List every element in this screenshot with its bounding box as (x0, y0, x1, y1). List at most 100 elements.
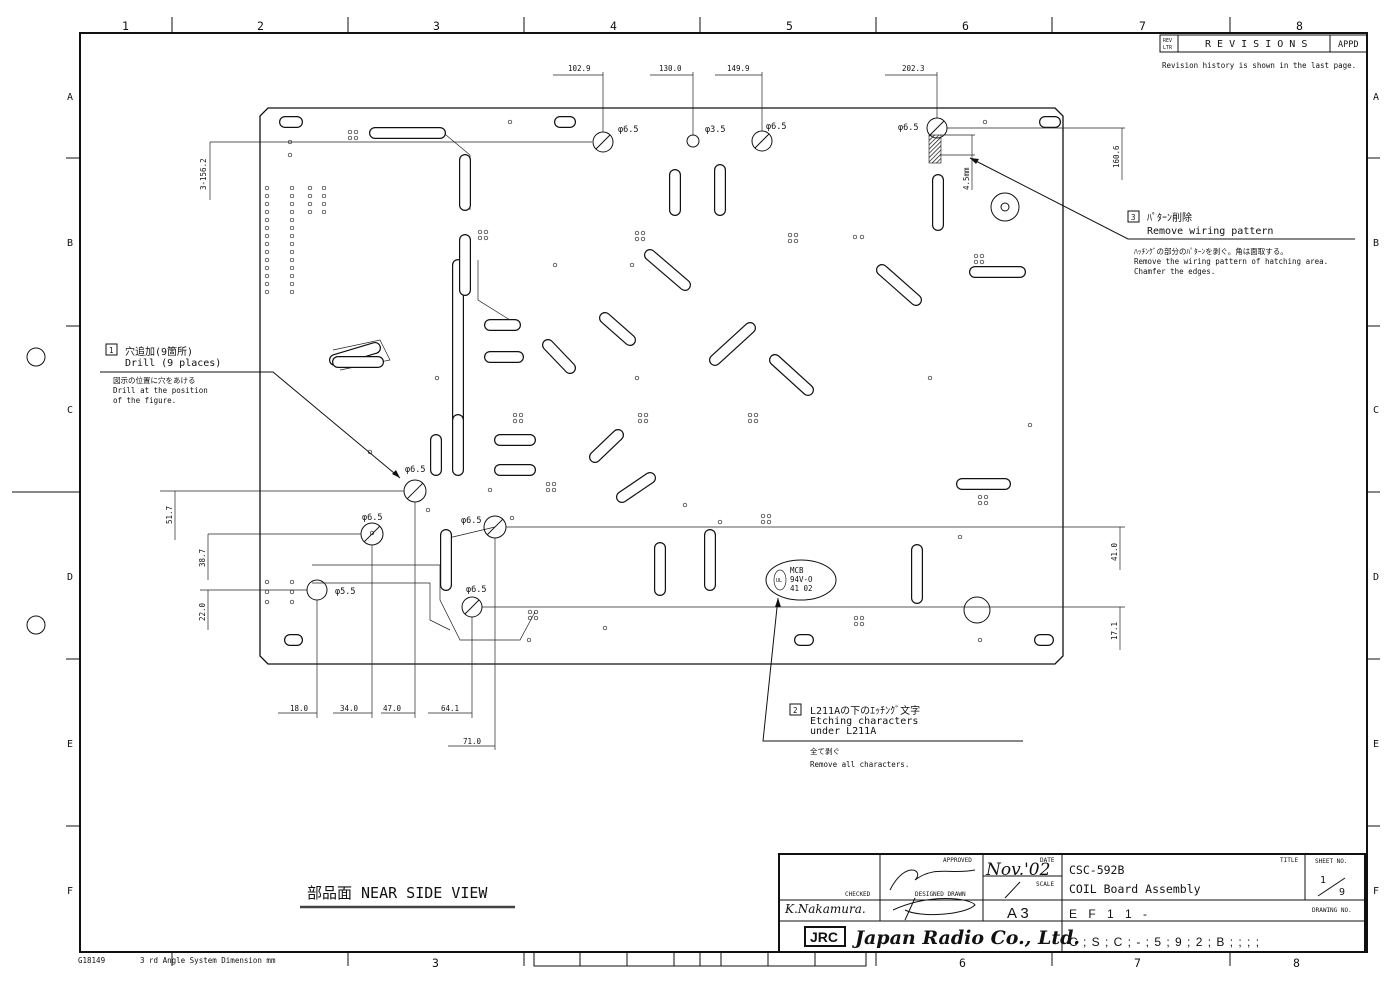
via (477, 229, 483, 235)
approved-label: APPROVED (943, 857, 972, 864)
via (289, 589, 295, 595)
designed-signature (892, 897, 976, 921)
checked-signature: K.Nakamura. (784, 902, 866, 916)
via (643, 412, 649, 418)
via (307, 185, 313, 191)
scale-value-slash (1004, 881, 1021, 899)
title-label: TITLE (1280, 857, 1298, 864)
drill-hole-mark (595, 134, 611, 150)
row-label: F (67, 886, 73, 897)
via (640, 236, 646, 242)
designed-drawn-label: DESIGNED DRAWN (915, 891, 966, 898)
via (853, 621, 859, 627)
via (264, 265, 270, 271)
revisions-table: REV LTR R E V I S I O N S APPD Revision … (1159, 34, 1368, 70)
via (289, 233, 295, 239)
via (289, 193, 295, 199)
via (637, 418, 643, 424)
note-title-en: under L211A (810, 726, 876, 737)
via (977, 637, 983, 643)
note-title-en: Drill (9 places) (125, 358, 221, 369)
date-value: Nov.'02 (985, 860, 1050, 880)
via (527, 615, 533, 621)
column-label: 2 (257, 19, 264, 33)
drill-holes (306, 117, 948, 618)
dimension-value: 202.3 (902, 64, 925, 73)
column-label: 5 (786, 19, 793, 33)
via (289, 217, 295, 223)
scale-bar (533, 951, 867, 967)
via (289, 579, 295, 585)
via (973, 253, 979, 259)
binder-hole (26, 347, 46, 367)
via (760, 513, 766, 519)
via (793, 238, 799, 244)
via (766, 519, 772, 525)
note-detail: 図示の位置に穴をあける (113, 375, 196, 385)
via (551, 487, 557, 493)
drawing-number: C ; S ; C ; - ; 5 ; 9 ; 2 ; B ; ; ; ; (1069, 935, 1260, 949)
note-2-etching: 2 L211Aの下のｴｯﾁﾝｸﾞ文字 Etching characters un… (762, 597, 1023, 769)
via (347, 135, 353, 141)
via (634, 236, 640, 242)
via (289, 273, 295, 279)
rev-ltr-label: LTR (1163, 45, 1173, 51)
via (533, 615, 539, 621)
dimension-value: 160.6 (1112, 145, 1121, 168)
via (289, 599, 295, 605)
row-label: C (1373, 405, 1379, 416)
dimension-value: 41.0 (1110, 542, 1119, 561)
via (483, 229, 489, 235)
row-label: E (67, 739, 73, 750)
via (602, 625, 608, 631)
mounting-hole (990, 192, 1020, 222)
via (307, 193, 313, 199)
column-label: 8 (1296, 19, 1303, 33)
dimension-value: 71.0 (463, 737, 482, 746)
via (264, 193, 270, 199)
row-label: B (67, 238, 73, 249)
via (289, 257, 295, 263)
via (264, 217, 270, 223)
via (717, 519, 723, 525)
note-detail: of the figure. (113, 396, 176, 405)
note-detail: 全て剥ぐ (810, 746, 840, 756)
dimension-value: 34.0 (340, 704, 359, 713)
board-slot-inner (877, 265, 921, 305)
board-slot-inner (590, 430, 623, 462)
via (321, 209, 327, 215)
drill-hole-mark (464, 599, 480, 615)
note-detail: ﾊｯﾁﾝｸﾞの部分のﾊﾟﾀｰﾝを剥ぐ。角は面取する。 (1134, 246, 1288, 256)
via (321, 193, 327, 199)
via (289, 281, 295, 287)
via (307, 201, 313, 207)
via (518, 412, 524, 418)
via (957, 534, 963, 540)
via (983, 494, 989, 500)
hole-diameter-label: φ6.5 (898, 123, 918, 133)
note-3-pattern: 3 ﾊﾟﾀｰﾝ削除 Remove wiring pattern ﾊｯﾁﾝｸﾞの部… (969, 157, 1355, 276)
dimension-value: 47.0 (383, 704, 402, 713)
via (766, 513, 772, 519)
via (487, 487, 493, 493)
via (512, 418, 518, 424)
via (307, 209, 313, 215)
via (264, 249, 270, 255)
company-logo: JRC (810, 929, 838, 945)
dimension-value: 18.0 (290, 704, 309, 713)
via (634, 230, 640, 236)
board-slot-inner (543, 340, 575, 373)
via (640, 230, 646, 236)
via (859, 234, 865, 240)
via (434, 375, 440, 381)
column-label: 3 (433, 19, 440, 33)
via (264, 289, 270, 295)
marking-line: MCB (790, 566, 804, 575)
via (533, 609, 539, 615)
revision-note: Revision history is shown in the last pa… (1162, 61, 1356, 70)
via (264, 281, 270, 287)
drawing-title-name: COIL Board Assembly (1069, 882, 1201, 896)
via (859, 615, 865, 621)
board-slot-inner (770, 355, 813, 395)
hatched-pattern-area (928, 134, 942, 164)
